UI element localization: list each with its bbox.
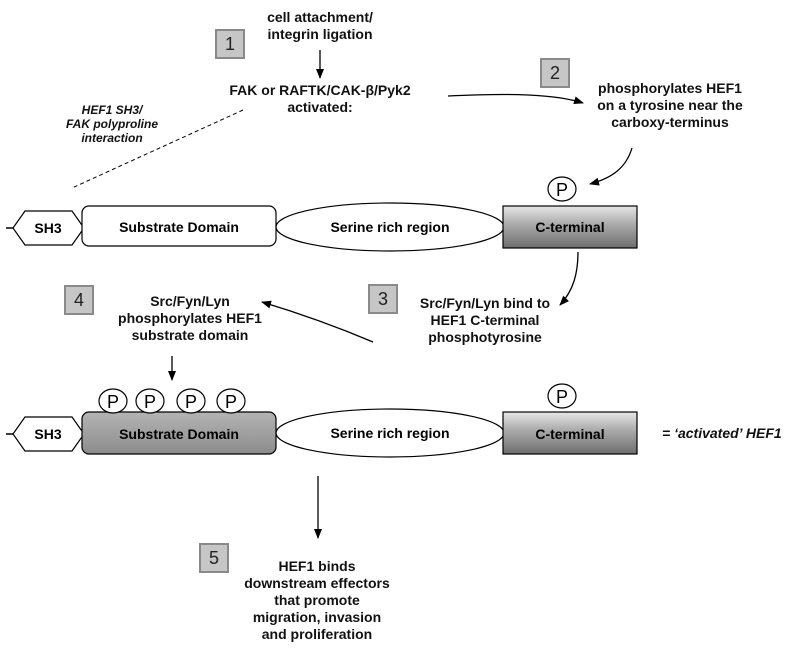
activated-hef1-label: = ‘activated’ HEF1 bbox=[662, 425, 782, 442]
top-substrate-label: Substrate Domain bbox=[119, 219, 239, 235]
top-cterm-phospho bbox=[547, 176, 577, 202]
substrate-phospho-1 bbox=[98, 388, 128, 414]
step-1b-text: FAK or RAFTK/CAK-β/Pyk2 activated: bbox=[229, 82, 411, 115]
substrate-phospho-3-label: P bbox=[185, 392, 197, 412]
step-2-box: 2 bbox=[540, 58, 570, 88]
substrate-phospho-3 bbox=[176, 388, 206, 414]
bottom-cterminal-domain bbox=[502, 411, 638, 455]
sh3-polyproline-dashed-line bbox=[71, 109, 244, 189]
arrow-step2-to-cterm bbox=[589, 147, 633, 186]
step-4-text: Src/Fyn/Lyn phosphorylates HEF1 substrat… bbox=[118, 293, 262, 343]
substrate-phospho-1-label: P bbox=[107, 392, 119, 412]
substrate-phospho-4-label: P bbox=[225, 392, 237, 412]
top-cterminal-domain bbox=[502, 205, 638, 249]
bottom-cterm-phospho bbox=[547, 383, 577, 409]
top-serine-label: Serine rich region bbox=[330, 219, 449, 235]
bottom-cterminal-label: C-terminal bbox=[535, 426, 604, 442]
step-5-text: HEF1 binds downstream effectors that pro… bbox=[244, 558, 390, 642]
substrate-phospho-4 bbox=[216, 388, 246, 414]
top-cterm-phospho-label: P bbox=[556, 180, 568, 200]
substrate-phospho-2-label: P bbox=[144, 392, 156, 412]
step-5-box: 5 bbox=[199, 543, 229, 573]
step-4-box: 4 bbox=[64, 285, 94, 315]
substrate-phospho-2 bbox=[135, 388, 165, 414]
step-1-text: cell attachment/ integrin ligation bbox=[267, 9, 373, 42]
top-cterminal-label: C-terminal bbox=[535, 219, 604, 235]
step-1-box: 1 bbox=[215, 29, 245, 59]
arrow-cterm-to-step3 bbox=[559, 251, 579, 306]
bottom-substrate-label: Substrate Domain bbox=[119, 426, 239, 442]
step-2-text: phosphorylates HEF1 on a tyrosine near t… bbox=[597, 80, 743, 130]
arrow-step3-to-step4 bbox=[261, 300, 374, 343]
bottom-cterm-phospho-label: P bbox=[556, 387, 568, 407]
bottom-serine-label: Serine rich region bbox=[330, 425, 449, 441]
arrow-step1-to-step2 bbox=[447, 93, 584, 105]
bottom-sh3-label: SH3 bbox=[34, 426, 61, 442]
sh3-polyproline-annotation: HEF1 SH3/ FAK polyproline interaction bbox=[65, 103, 158, 145]
step-3-text: Src/Fyn/Lyn bind to HEF1 C-terminal phos… bbox=[419, 295, 551, 345]
activated-hef1-label-text: = ‘activated’ HEF1 bbox=[662, 425, 782, 441]
step-3-box: 3 bbox=[368, 284, 398, 314]
top-sh3-label: SH3 bbox=[34, 220, 61, 236]
